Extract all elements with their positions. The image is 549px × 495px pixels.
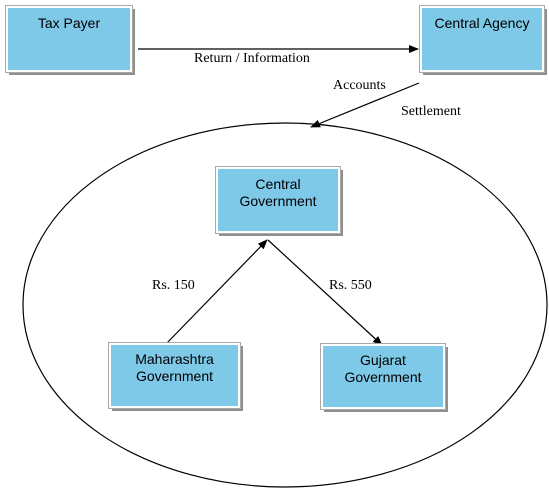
tax-payer-label: Tax Payer	[37, 15, 101, 31]
maharashtra-to-central-arrow	[165, 239, 268, 345]
central-government-box: Central Government	[215, 166, 341, 234]
gujarat-government-label-line1: Gujarat	[360, 352, 406, 368]
gujarat-government-label-line2: Government	[344, 369, 422, 385]
tax-payer-box: Tax Payer	[5, 5, 133, 73]
gujarat-government-box: Gujarat Government	[320, 343, 446, 410]
maharashtra-government-label-line2: Government	[135, 368, 214, 384]
maharashtra-government-label-line1: Maharashtra	[135, 351, 214, 367]
return-information-label: Return / Information	[194, 51, 310, 66]
maharashtra-payment-label: Rs. 150	[152, 278, 195, 293]
central-agency-box: Central Agency	[419, 5, 545, 73]
central-government-label-line1: Central	[255, 176, 301, 192]
gujarat-payment-label: Rs. 550	[329, 278, 372, 293]
government-group-ellipse	[22, 122, 548, 488]
settlement-label: Settlement	[401, 104, 461, 119]
settlement-arrow	[310, 82, 420, 128]
maharashtra-government-box: Maharashtra Government	[108, 342, 241, 409]
central-to-gujarat-arrow	[267, 239, 383, 346]
central-government-label-line2: Government	[239, 193, 317, 209]
central-agency-label: Central Agency	[434, 15, 530, 31]
accounts-label: Accounts	[333, 78, 386, 93]
